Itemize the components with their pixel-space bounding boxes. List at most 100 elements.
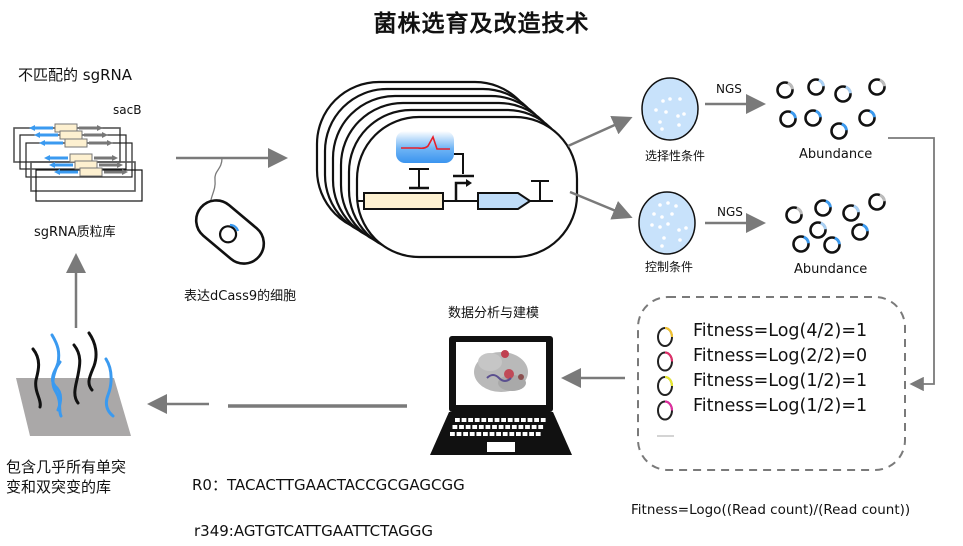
dcas9-cell-icon (194, 199, 266, 265)
control-condition-caption: 控制条件 (645, 260, 694, 274)
key (535, 432, 541, 436)
key (518, 425, 524, 429)
sacb-gene (79, 167, 103, 177)
abundance-ring (776, 81, 794, 99)
abundance-ring (842, 204, 860, 222)
colony-dot (660, 244, 664, 248)
key (522, 432, 528, 436)
abundance-ring (785, 206, 803, 224)
key (492, 425, 497, 429)
dna-strand (51, 360, 63, 412)
colony-dot (666, 222, 670, 226)
abundance-label-2: Abundance (794, 262, 868, 277)
colony-dot (658, 120, 662, 124)
sequence-r349: r349:AGTGTCATTGAATTCTAGGG (194, 522, 434, 540)
key (502, 432, 508, 436)
key (465, 425, 471, 429)
key (496, 432, 501, 436)
colony-dot (684, 226, 688, 230)
abundance-ring (814, 199, 832, 217)
cell-accent (229, 223, 240, 232)
colony-dot (670, 212, 674, 216)
fitness-line-2: Fitness=Log(2/2)=0 (693, 346, 868, 366)
fitness-line-1: Fitness=Log(4/2)=1 (693, 321, 868, 341)
key (525, 425, 530, 429)
arrow-to-selective (567, 116, 633, 148)
fitness-box (637, 296, 906, 471)
selective-plate-icon (641, 77, 699, 141)
mutant-library-caption-2: 变和双突变的库 (6, 478, 112, 496)
colony-dot (677, 228, 681, 232)
library-heading: 不匹配的 sgRNA (18, 66, 133, 84)
genetic-circuit (358, 131, 553, 210)
key (478, 425, 484, 429)
key (498, 425, 504, 429)
key (455, 418, 460, 422)
ngs-label-2: NGS (717, 205, 743, 219)
colony-dot (662, 236, 666, 240)
fitness-ring-icons (657, 326, 674, 437)
sequence-r0: R0：TACACTTGAACTACCGCGAGCGG (192, 476, 465, 494)
key (450, 432, 455, 436)
laptop-icon (430, 336, 572, 455)
key (509, 432, 515, 436)
mutant-library-caption-1: 包含几乎所有单突 (6, 458, 127, 476)
key (485, 425, 491, 429)
fitness-line-3: Fitness=Log(1/2)=1 (693, 371, 868, 391)
fitness-line-4: Fitness=Log(1/2)=1 (693, 396, 868, 416)
cell-stack (315, 80, 579, 259)
key (474, 418, 480, 422)
key (538, 425, 544, 429)
key (505, 425, 511, 429)
key (540, 418, 546, 422)
key (472, 425, 478, 429)
dna-strand (104, 357, 115, 418)
key (521, 418, 526, 422)
abundance-ring (858, 109, 876, 127)
abundance-ring (851, 223, 869, 241)
selective-condition-caption: 选择性条件 (645, 149, 706, 163)
arrow-to-control (569, 190, 633, 220)
colony-dot (654, 108, 658, 112)
sacb-gene (64, 138, 88, 148)
key (494, 418, 500, 422)
key (534, 418, 539, 422)
trackpad (487, 442, 515, 452)
abundance-ring (779, 110, 797, 128)
protein-structure-image (474, 350, 528, 392)
colony-dot (682, 112, 686, 116)
abundance-ring (823, 236, 841, 254)
abundance-ring (830, 122, 848, 140)
mutant-library-icon (16, 331, 131, 436)
signal-peak-line (401, 135, 450, 150)
dna-strand (72, 343, 82, 405)
key (481, 418, 487, 422)
colony-dot (650, 223, 654, 227)
abundance-rings-selective (776, 78, 886, 140)
key (511, 425, 517, 429)
key (516, 432, 521, 436)
colony-dot (664, 110, 668, 114)
key (469, 432, 475, 436)
abundance-label-1: Abundance (799, 147, 873, 162)
key (529, 432, 534, 436)
key (456, 432, 462, 436)
abundance-ring (834, 85, 852, 103)
key (459, 425, 464, 429)
key (488, 418, 493, 422)
dna-strand (31, 347, 42, 409)
keyboard-keys (450, 418, 546, 436)
abundance-ring (868, 193, 886, 211)
colony-dot (676, 114, 680, 118)
key (527, 418, 533, 422)
reporter-gene (477, 192, 532, 210)
tether-line (209, 157, 223, 206)
colony-dot (678, 97, 682, 101)
colony-dot (666, 201, 670, 205)
colony-dot (677, 123, 681, 127)
colony-dot (658, 225, 662, 229)
abundance-ring (807, 78, 825, 96)
colony-dot (660, 127, 664, 131)
key (463, 432, 468, 436)
